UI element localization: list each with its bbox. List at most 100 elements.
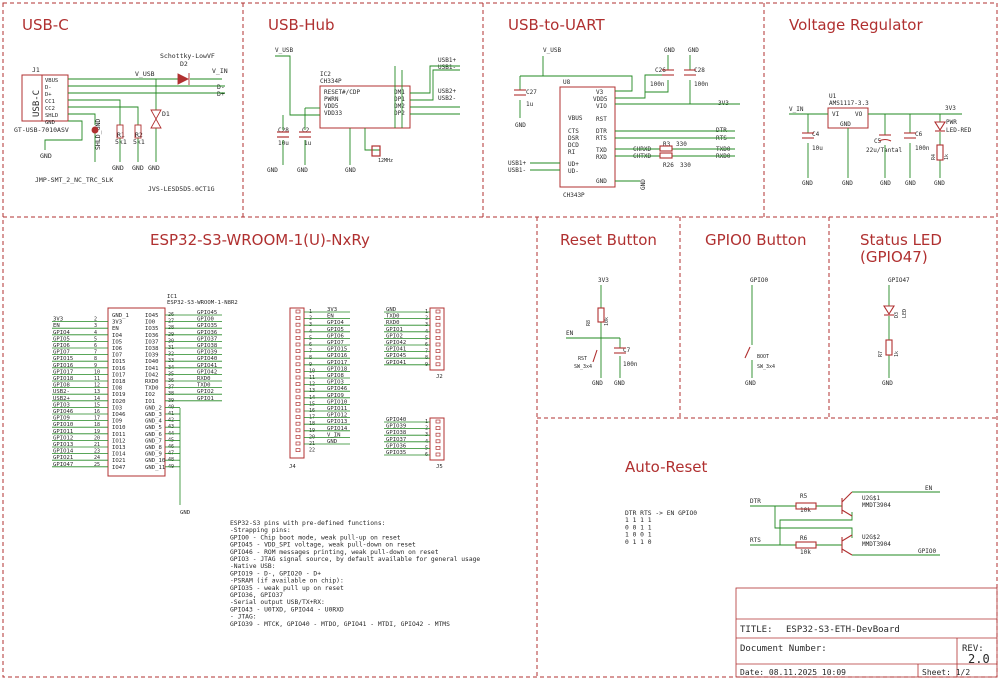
usbc-pin: CC1 xyxy=(45,99,55,105)
crystal-icon xyxy=(371,145,381,157)
esp-left-pin-label: IO16 xyxy=(112,366,125,372)
esp-right-pin-label: IO37 xyxy=(145,339,158,345)
header-net: GPIO12 xyxy=(327,413,347,419)
esp-part: ESP32-S3-WROOM-1-N8R2 xyxy=(167,300,238,306)
transistor-q1-icon xyxy=(841,491,853,517)
hub-net: USB2- xyxy=(438,95,456,102)
header-pin xyxy=(295,408,301,413)
header-net: GPIO45 xyxy=(386,353,406,359)
esp-left-pin-num: 13 xyxy=(94,389,100,395)
esp-left-pin-num: 19 xyxy=(94,429,100,435)
header-pin xyxy=(295,362,301,367)
header-pin xyxy=(435,419,441,424)
uart-rpin: RST xyxy=(596,116,607,123)
hub-lpin: RESET#/CDP xyxy=(324,89,361,96)
esp-right-pin-label: GND_9 xyxy=(145,452,162,458)
hub-gnd: GND xyxy=(297,167,308,174)
header-pin xyxy=(435,439,441,444)
hub-rpin: DP1 xyxy=(394,96,405,103)
header-pin xyxy=(295,355,301,360)
uart-c28: C28 xyxy=(694,67,705,74)
esp-left-pin-num: 3 xyxy=(94,323,97,329)
header-net: GPIO1 xyxy=(386,327,403,333)
esp-right-pin-label: GND_3 xyxy=(145,412,162,418)
header-pin xyxy=(435,432,441,437)
esp-left-net: GPIO6 xyxy=(53,343,70,349)
boot-block: GPIO0 BOOT SW_3x4 GND xyxy=(745,277,775,387)
header-pin xyxy=(295,316,301,320)
sled-r: R7 xyxy=(878,351,884,357)
reg-symbols xyxy=(802,121,946,161)
usbc-d2: D2 xyxy=(180,60,188,68)
header-pin xyxy=(295,329,301,334)
hub-wires xyxy=(275,55,460,165)
header-net: GPIO11 xyxy=(327,406,347,412)
esp-left-net: GPIO10 xyxy=(53,422,73,428)
header-pin xyxy=(435,349,441,353)
esp-left-pin-label: IO7 xyxy=(112,353,122,359)
reg-gnd: GND xyxy=(880,180,891,187)
usbc-r2v: 5k1 xyxy=(133,138,145,146)
header-net: GPIO39 xyxy=(386,424,406,430)
esp-left-pin-label: EN xyxy=(112,326,119,332)
reset-block: 3V3 R8 10k EN RST SW_3x4 C7 100n GND GND xyxy=(566,277,638,387)
reg-c5v: 22u/Tantal xyxy=(866,147,903,154)
uart-r3: R3 xyxy=(663,141,671,148)
usbc-r2: R2 xyxy=(135,131,143,139)
header-pin xyxy=(295,421,301,426)
j2-header: J2 1GND2TXD03RXD04GPIO15GPIO26GPIO427GPI… xyxy=(384,307,445,380)
uart-r26v: 330 xyxy=(680,162,691,169)
esp-left-pin-label: IO6 xyxy=(112,346,122,352)
note-line: GPIO19 - D-, GPIO20 - D+ xyxy=(230,570,321,577)
esp-left-net: GPIO3 xyxy=(53,402,70,408)
usbc-gnd: GND xyxy=(40,152,52,160)
auto-r5v: 10k xyxy=(800,507,811,514)
uart-lpin: UD+ xyxy=(568,161,579,168)
hub-xtal: 12MHz xyxy=(378,158,393,164)
esp-right-net: GPIO37 xyxy=(197,336,217,342)
uart-rpin: RTS xyxy=(596,135,607,142)
header-pin xyxy=(435,322,441,327)
j5-pins: 1GPIO402GPIO393GPIO384GPIO375GPIO366GPIO… xyxy=(384,417,441,458)
esp-left-net: GPIO16 xyxy=(53,363,73,369)
uart-c26v: 100n xyxy=(650,81,665,88)
esp-right-pin-label: IO2 xyxy=(145,392,155,398)
header-pin xyxy=(295,415,301,419)
tb-rev: 2.0 xyxy=(968,652,990,666)
hub-net: USB2+ xyxy=(438,88,456,95)
led-icon xyxy=(934,121,946,132)
esp-left-pin-num: 2 xyxy=(94,317,97,323)
uart-rpin: VDD5 xyxy=(593,96,608,103)
schottky-diode-icon xyxy=(177,73,190,85)
reset-rv: 10k xyxy=(604,317,610,326)
esp-left-pin-label: IO46 xyxy=(112,412,125,418)
esp-left-net: USB2- xyxy=(53,389,70,395)
hub-block: V_USB IC2 CH334P RESET#/CDP PWRN VDD5 VD… xyxy=(267,47,456,174)
uart-rpin: VIO xyxy=(596,103,607,110)
reg-pin-gnd: GND xyxy=(840,121,851,128)
uart-lpin: VBUS xyxy=(568,115,583,122)
reg-gnd: GND xyxy=(802,180,813,187)
esp-left-pin-num: 15 xyxy=(94,402,100,408)
j4-header: J4 13V32EN3GPIO44GPIO55GPIO66GPIO77GPIO1… xyxy=(289,307,350,470)
uart-gnd: GND xyxy=(515,122,526,129)
reset-switch-icon xyxy=(592,349,598,363)
usbc-shield: SHLD_GND xyxy=(94,119,102,150)
header-pin xyxy=(435,452,441,457)
esp-left-net: GPIO46 xyxy=(53,409,73,415)
esp-left-pin-num: 25 xyxy=(94,462,100,468)
hub-lpin: VDD33 xyxy=(324,110,342,117)
reset-swv: SW_3x4 xyxy=(574,364,592,370)
title-reg: Voltage Regulator xyxy=(789,16,923,34)
tb-date: Date: 08.11.2025 10:09 xyxy=(740,668,846,677)
uart-rpin: TXD xyxy=(596,147,607,154)
usbc-symbols xyxy=(91,73,190,139)
hub-caps xyxy=(277,131,381,157)
truth-table-row: 1 1 1 1 xyxy=(625,517,652,524)
boot-net: GPIO0 xyxy=(750,277,768,284)
auto-q1: U2G$1 xyxy=(862,495,880,502)
usbc-pin: GND xyxy=(45,120,55,126)
header-pin xyxy=(295,428,301,433)
